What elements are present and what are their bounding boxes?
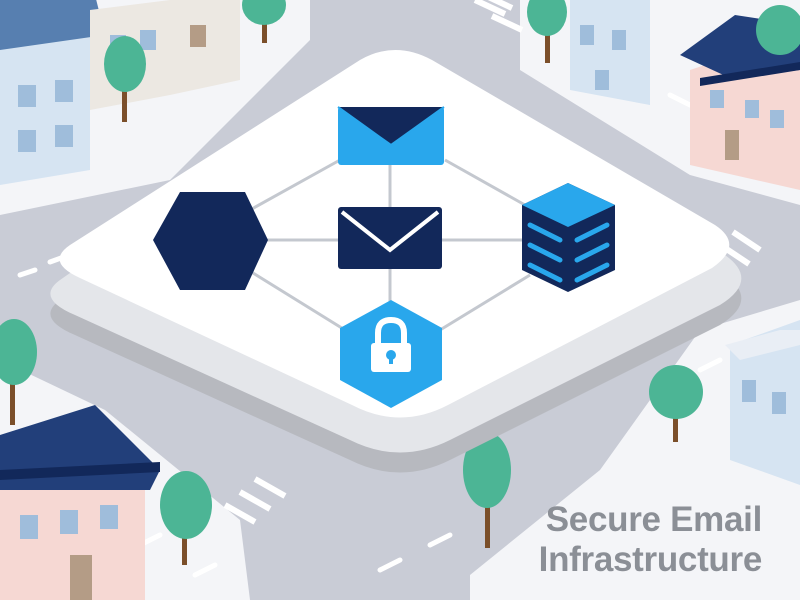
- caption-line-2: Infrastructure: [538, 540, 763, 579]
- lock-icon: [340, 300, 442, 408]
- tree: [0, 319, 37, 425]
- tree: [104, 36, 146, 122]
- tree: [527, 0, 567, 63]
- building-bottom-left: [0, 405, 160, 600]
- building-top-right: [570, 0, 800, 190]
- trees: [0, 0, 800, 565]
- server-icon: [522, 183, 615, 292]
- building-bottom-right: [725, 320, 800, 485]
- tree: [160, 471, 212, 565]
- envelope-icon: [338, 207, 442, 269]
- caption: Secure Email Infrastructure: [538, 500, 763, 580]
- tree: [463, 432, 511, 548]
- caption-line-1: Secure Email: [545, 500, 763, 539]
- envelope-icon: [337, 106, 445, 165]
- tree: [242, 0, 286, 43]
- hexagon-node-icon: [153, 192, 268, 290]
- tree: [756, 5, 800, 55]
- tree: [649, 365, 703, 442]
- network-connections: [240, 158, 531, 332]
